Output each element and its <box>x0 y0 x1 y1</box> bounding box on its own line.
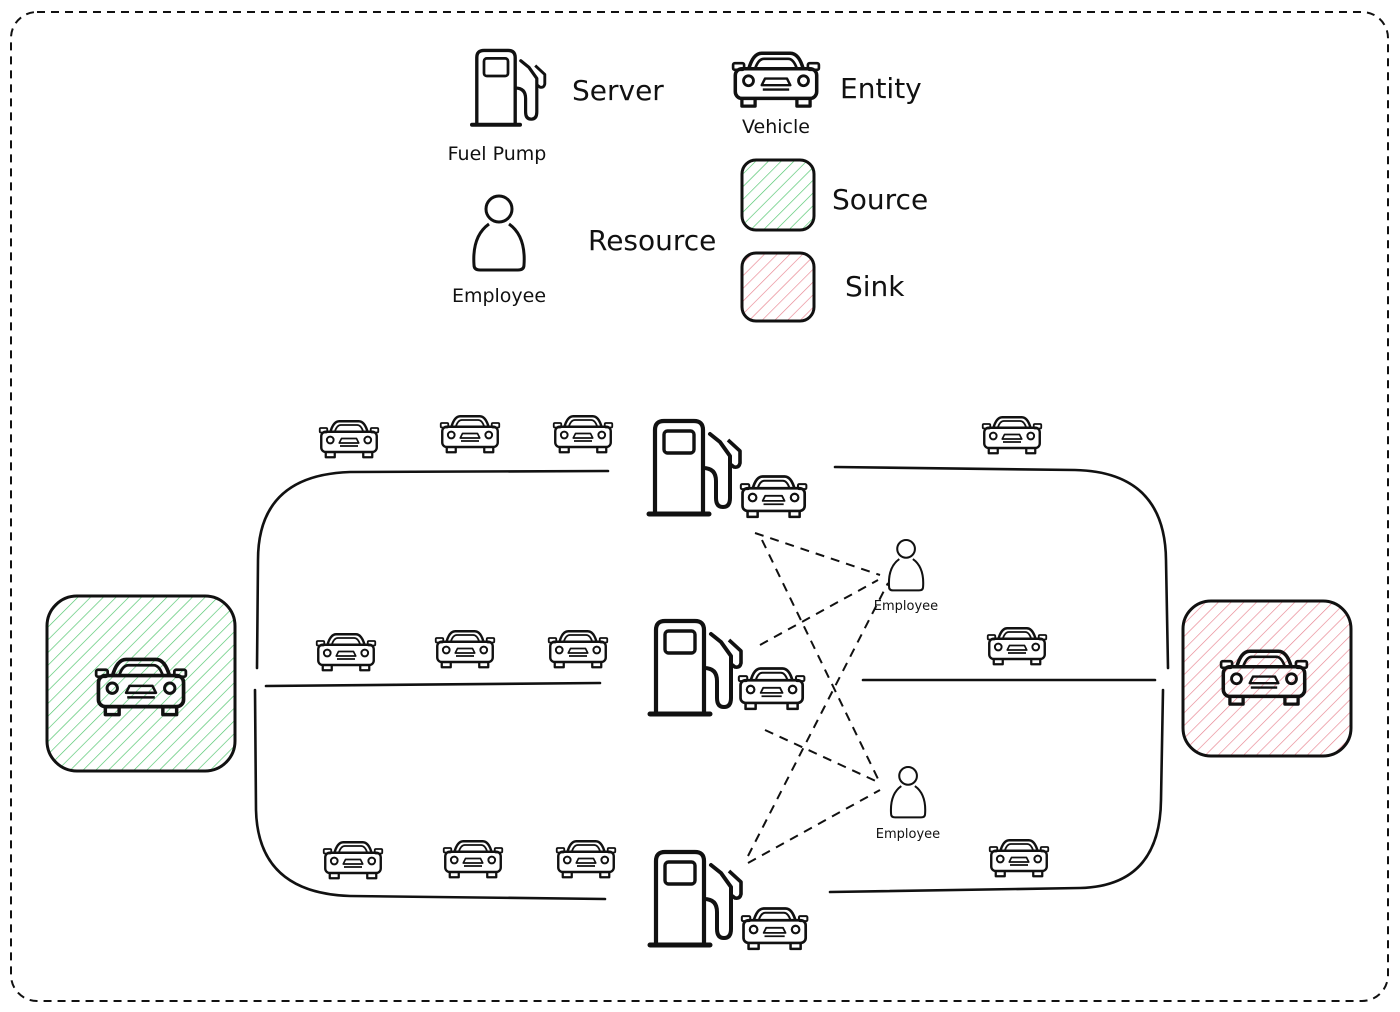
outer-frame <box>10 11 1389 1002</box>
source-box <box>45 594 237 773</box>
legend-entity: Vehicle Entity <box>731 51 922 138</box>
legend-source-role: Source <box>832 183 928 216</box>
car-icon <box>555 840 617 879</box>
legend-server: Fuel Pump Server <box>448 50 664 165</box>
link-pump1-employee1 <box>754 532 881 576</box>
car-icon <box>442 840 504 879</box>
car-icon <box>739 475 808 519</box>
lane-bottom-right-curve <box>828 688 1165 894</box>
car-icon <box>439 415 501 454</box>
lanes <box>253 465 1170 901</box>
link-pump2-employee1 <box>759 579 879 646</box>
legend-sink-role: Sink <box>845 270 905 303</box>
person-icon <box>889 766 927 819</box>
car-icon <box>740 907 809 951</box>
fuel-pump-icon <box>650 852 741 945</box>
servers <box>649 421 741 945</box>
car-icon <box>547 630 609 669</box>
car-icon <box>318 420 380 459</box>
resources: Employee Employee <box>874 539 940 842</box>
person-icon <box>887 539 925 592</box>
car-icon <box>315 633 377 672</box>
lane-middle-left <box>264 681 602 688</box>
employee-bottom-label: Employee <box>876 827 940 842</box>
car-icon <box>988 839 1050 878</box>
legend-server-icon-label: Fuel Pump <box>448 143 547 165</box>
lane-top-left-curve <box>255 469 610 670</box>
car-icon <box>434 630 496 669</box>
fuel-pump-icon <box>650 621 741 714</box>
car-icon <box>981 416 1043 455</box>
link-pump3-employee1 <box>747 582 889 857</box>
sink-box <box>1181 599 1353 758</box>
legend-source-swatch <box>740 158 816 232</box>
person-icon <box>472 194 526 272</box>
employee-bottom: Employee <box>876 766 940 842</box>
legend-server-role: Server <box>572 74 664 107</box>
resource-links <box>747 532 889 864</box>
lane-bottom-left-curve <box>253 688 607 901</box>
legend-entity-role: Entity <box>840 72 922 105</box>
legend-resource-role: Resource <box>588 224 716 257</box>
legend-sink: Sink <box>740 251 905 323</box>
car-icon <box>737 667 806 711</box>
car-icon <box>552 415 614 454</box>
legend-resource-icon-label: Employee <box>452 285 546 307</box>
link-pump2-employee2 <box>764 729 881 784</box>
fuel-pump-icon <box>472 50 545 124</box>
source-node <box>45 594 237 773</box>
fuel-pump-icon <box>649 421 740 514</box>
vehicles <box>315 415 1050 951</box>
employee-top: Employee <box>874 539 938 614</box>
car-icon <box>322 841 384 880</box>
link-pump1-employee2 <box>761 539 881 784</box>
legend-entity-icon-label: Vehicle <box>742 116 810 138</box>
legend-resource: Employee Resource <box>452 194 716 307</box>
employee-top-label: Employee <box>874 599 938 614</box>
lane-top-right-curve <box>833 465 1170 670</box>
legend-sink-swatch <box>740 251 816 323</box>
car-icon <box>731 51 821 108</box>
car-icon <box>986 627 1048 666</box>
legend: Fuel Pump Server Vehicle Entity Employee… <box>448 50 928 323</box>
legend-source: Source <box>740 158 928 232</box>
sink-node <box>1181 599 1353 758</box>
link-pump3-employee2 <box>747 789 881 864</box>
